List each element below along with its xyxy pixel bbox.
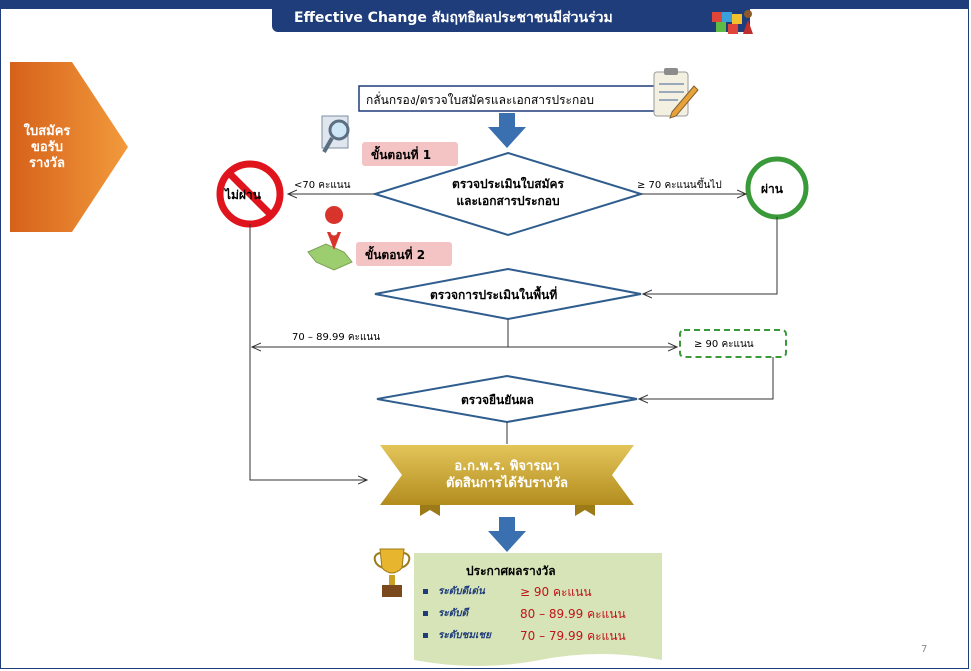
confirm-decision-text: ตรวจยืนยันผล bbox=[461, 393, 534, 407]
side-tab-line: ใบสมัคร bbox=[23, 124, 71, 139]
committee-line: อ.ก.พ.ร. พิจารณา bbox=[454, 459, 560, 474]
step2-decision-text: ตรวจการประเมินในพื้นที่ bbox=[430, 288, 558, 302]
mid-range-label: 70 – 89.99 คะแนน bbox=[292, 332, 381, 343]
result-score: 70 – 79.99 คะแนน bbox=[520, 629, 626, 643]
slide-title: Effective Change สัมฤทธิผลประชาชนมีส่วนร… bbox=[272, 5, 750, 32]
down-arrow-2 bbox=[488, 517, 526, 552]
top-band bbox=[0, 0, 969, 9]
result-level: ระดับดี bbox=[438, 608, 469, 619]
side-tab-label: ใบสมัคร ขอรับ รางวัล bbox=[19, 124, 75, 172]
pass-condition: ≥ 70 คะแนนขึ้นไป bbox=[637, 180, 722, 191]
results-panel bbox=[414, 553, 662, 666]
magnifier-icon bbox=[321, 115, 350, 153]
side-tab-line: รางวัล bbox=[29, 156, 65, 171]
side-tab-line: ขอรับ bbox=[31, 140, 63, 155]
committee-line: ตัดสินการได้รับรางวัล bbox=[446, 476, 568, 491]
page-number: 7 bbox=[921, 644, 928, 655]
pass-label: ผ่าน bbox=[761, 182, 783, 196]
fail-label: ไม่ผ่าน bbox=[225, 188, 261, 202]
side-tab-shape bbox=[10, 62, 128, 232]
high-range-label: ≥ 90 คะแนน bbox=[694, 339, 754, 350]
high-range-box bbox=[679, 329, 787, 358]
step1-decision bbox=[371, 151, 645, 237]
step1-label-bg bbox=[362, 142, 458, 166]
fail-sign-icon bbox=[216, 160, 284, 228]
committee-text: อ.ก.พ.ร. พิจารณา ตัดสินการได้รับรางวัล bbox=[420, 458, 594, 492]
result-level: ระดับดีเด่น bbox=[438, 586, 485, 597]
trophy-icon bbox=[373, 548, 411, 597]
fail-condition: <70 คะแนน bbox=[294, 180, 351, 191]
result-score: ≥ 90 คะแนน bbox=[520, 585, 592, 599]
start-box-text: กลั่นกรอง/ตรวจใบสมัครและเอกสารประกอบ bbox=[366, 93, 595, 107]
step1-decision-text: ตรวจประเมินใบสมัคร และเอกสารประกอบ bbox=[430, 176, 586, 210]
start-box bbox=[358, 85, 656, 112]
step1-label: ขั้นตอนที่ 1 bbox=[371, 148, 432, 162]
step1-decision-line: ตรวจประเมินใบสมัคร bbox=[452, 177, 564, 191]
clipboard-icon bbox=[653, 68, 699, 119]
step2-label: ขั้นตอนที่ 2 bbox=[365, 248, 426, 262]
step1-decision-line: และเอกสารประกอบ bbox=[456, 194, 560, 208]
step2-label-bg bbox=[356, 242, 452, 266]
committee-ribbon bbox=[380, 445, 634, 516]
results-heading: ประกาศผลรางวัล bbox=[466, 564, 556, 578]
result-score: 80 – 89.99 คะแนน bbox=[520, 607, 626, 621]
map-pin-icon bbox=[307, 206, 353, 271]
down-arrow-1 bbox=[488, 113, 526, 148]
puzzle-people-icon bbox=[712, 10, 753, 34]
result-level: ระดับชมเชย bbox=[438, 630, 492, 641]
